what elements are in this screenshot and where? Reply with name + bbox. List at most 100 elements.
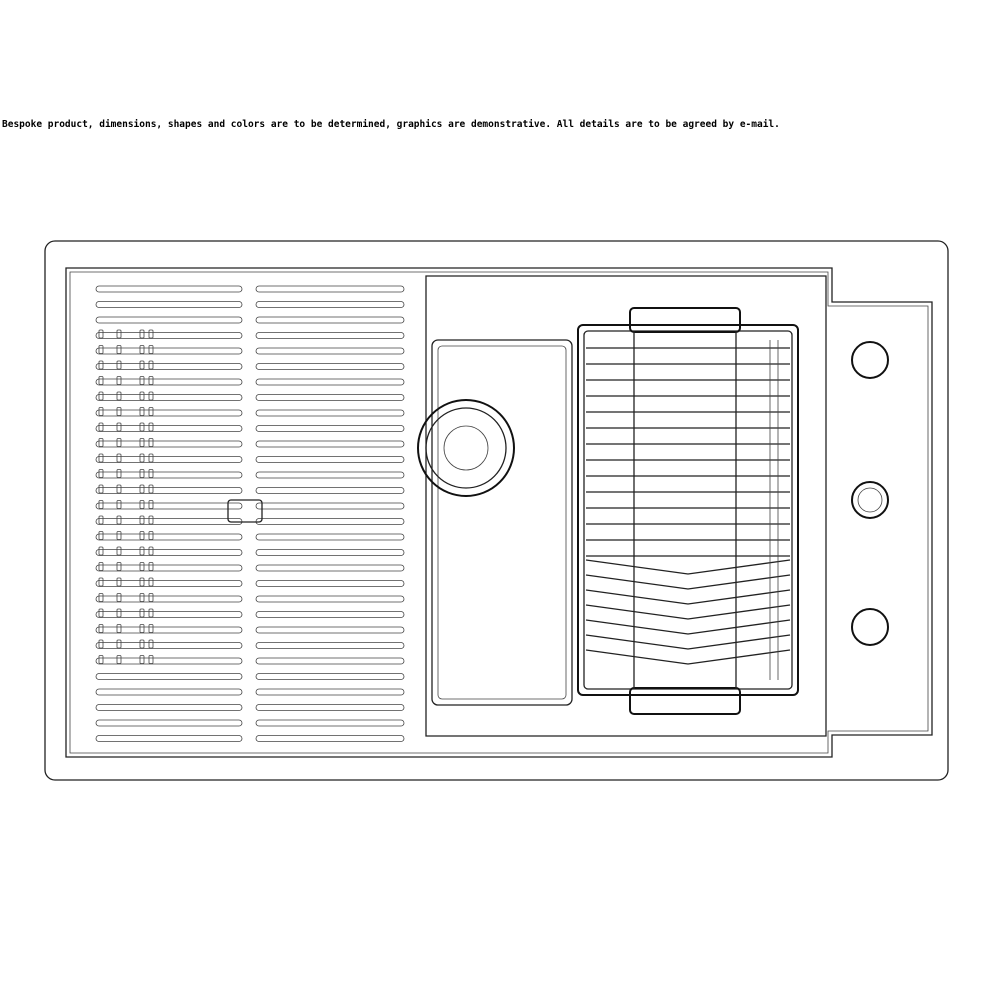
slot [116, 484, 122, 494]
groove-left [95, 332, 243, 339]
groove-right [255, 332, 405, 339]
tap-hole-center-inner [857, 487, 883, 513]
tap-hole-center [851, 481, 889, 519]
slot [98, 469, 104, 478]
slot [98, 484, 104, 494]
groove-left [95, 378, 243, 386]
slot [148, 360, 154, 370]
slot [139, 422, 145, 432]
slot [98, 360, 104, 370]
rack-wires [585, 331, 791, 689]
groove-right [255, 533, 405, 541]
slot [139, 376, 145, 385]
slot [139, 469, 145, 478]
groove-right [255, 657, 405, 665]
rack-handle-bottom [629, 687, 741, 715]
groove-right [255, 626, 405, 634]
slot [139, 360, 145, 370]
groove-right [255, 580, 405, 587]
groove-right [255, 549, 405, 556]
slot [139, 391, 145, 401]
slot [148, 531, 154, 540]
slot [98, 438, 104, 447]
groove-right [255, 363, 405, 370]
sink-bowl [431, 339, 573, 706]
rack-wire-chevron [585, 619, 791, 635]
slot [116, 422, 122, 432]
slot [148, 546, 154, 556]
groove-right [255, 642, 405, 649]
groove-left [95, 440, 243, 448]
drain-strainer [417, 399, 515, 497]
groove-left [95, 456, 243, 463]
slot [148, 453, 154, 463]
slot [148, 562, 154, 571]
groove-left [95, 394, 243, 401]
rack-wire-chevron [585, 649, 791, 665]
slot [98, 593, 104, 602]
groove-left [95, 626, 243, 634]
groove-right [255, 285, 405, 293]
groove-right [255, 378, 405, 386]
groove-left [95, 301, 243, 308]
groove-left [95, 487, 243, 494]
groove-left [95, 409, 243, 417]
groove-right [255, 611, 405, 618]
groove-left [95, 719, 243, 727]
slot [139, 639, 145, 649]
slot [148, 608, 154, 618]
slot [139, 546, 145, 556]
slot [98, 608, 104, 618]
slot [139, 438, 145, 447]
groove-left [95, 642, 243, 649]
slot [116, 500, 122, 509]
slot [116, 345, 122, 354]
groove-right [255, 735, 405, 742]
disclaimer-caption: Bespoke product, dimensions, shapes and … [2, 119, 780, 130]
slot [139, 407, 145, 416]
slot [148, 515, 154, 525]
slot [139, 577, 145, 587]
groove-left [95, 533, 243, 541]
rack-handle-top [629, 307, 741, 333]
slot [98, 329, 104, 339]
slot [116, 391, 122, 401]
slot [98, 376, 104, 385]
slot [148, 438, 154, 447]
tap-hole-right [851, 608, 889, 646]
slot [98, 391, 104, 401]
tap-hole-left [851, 341, 889, 379]
sink-deck-outline [425, 275, 827, 737]
groove-left [95, 549, 243, 556]
slot [148, 655, 154, 664]
slot [98, 453, 104, 463]
groove-left [95, 595, 243, 603]
rack-wire-chevron [585, 634, 791, 650]
groove-right [255, 564, 405, 572]
groove-left [95, 363, 243, 370]
drain-strainer-center [443, 425, 489, 471]
groove-left [95, 611, 243, 618]
groove-left [95, 704, 243, 711]
slot [148, 329, 154, 339]
slot [148, 391, 154, 401]
slot [98, 624, 104, 633]
slot [116, 360, 122, 370]
slot [148, 345, 154, 354]
slot [116, 469, 122, 478]
groove-left [95, 425, 243, 432]
slot [98, 345, 104, 354]
groove-left [95, 735, 243, 742]
drainboard-slots [98, 329, 154, 664]
sink-unit-outline [65, 267, 933, 758]
slot [148, 469, 154, 478]
slot [139, 453, 145, 463]
slot [116, 639, 122, 649]
rack-wire-chevron [585, 589, 791, 605]
slot [98, 562, 104, 571]
sink-unit-inner-rim [69, 271, 929, 754]
slot [148, 500, 154, 509]
slot [98, 639, 104, 649]
drainboard-center-badge [227, 499, 263, 523]
